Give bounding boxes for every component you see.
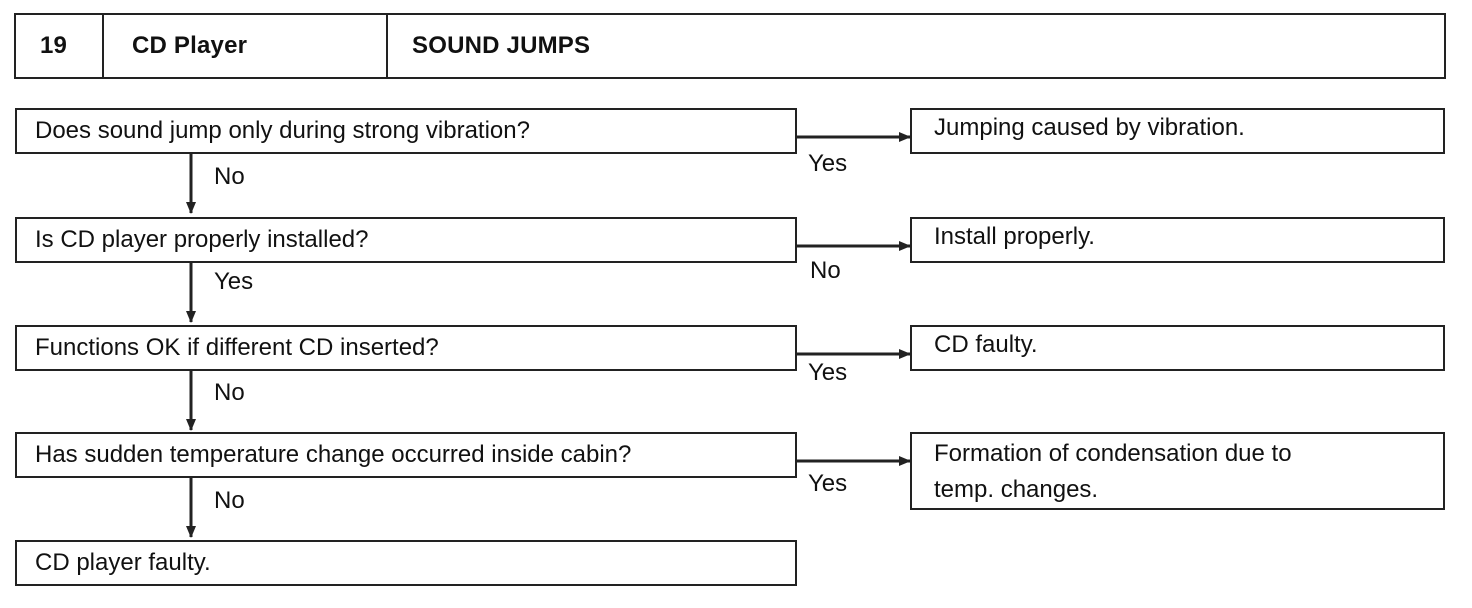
question-box: Has sudden temperature change occurred i… xyxy=(15,432,797,478)
flow-label: Yes xyxy=(214,268,254,295)
branch-label: Yes xyxy=(808,359,848,386)
question-text: Functions OK if different CD inserted? xyxy=(35,334,439,361)
result-box: Install properly. xyxy=(910,217,1445,263)
flow-label: No xyxy=(214,163,245,190)
flow-label: No xyxy=(214,379,245,406)
symptom-title: SOUND JUMPS xyxy=(412,32,591,59)
question-box: Does sound jump only during strong vibra… xyxy=(15,108,797,154)
result-text: Formation of condensation due to xyxy=(934,440,1292,467)
question-box: Functions OK if different CD inserted? xyxy=(15,325,797,371)
final-result-text: CD player faulty. xyxy=(35,549,211,576)
result-text: temp. changes. xyxy=(934,476,1099,503)
question-text: Is CD player properly installed? xyxy=(35,226,369,253)
question-text: Does sound jump only during strong vibra… xyxy=(35,117,530,144)
final-result-box: CD player faulty. xyxy=(15,540,797,586)
result-box: Formation of condensation due to temp. c… xyxy=(910,432,1445,510)
header-divider xyxy=(102,15,104,77)
question-text: Has sudden temperature change occurred i… xyxy=(35,441,632,468)
header-bar: 19 CD Player SOUND JUMPS xyxy=(14,13,1446,79)
branch-label: No xyxy=(810,257,841,284)
system-name: CD Player xyxy=(132,32,248,59)
branch-label: Yes xyxy=(808,150,848,177)
flow-label: No xyxy=(214,487,245,514)
section-number: 19 xyxy=(40,32,68,59)
result-box: Jumping caused by vibration. xyxy=(910,108,1445,154)
result-text: CD faulty. xyxy=(934,331,1038,358)
header-divider xyxy=(386,15,388,77)
result-box: CD faulty. xyxy=(910,325,1445,371)
result-text: Install properly. xyxy=(934,223,1095,250)
result-text: Jumping caused by vibration. xyxy=(934,114,1245,141)
branch-label: Yes xyxy=(808,470,848,497)
question-box: Is CD player properly installed? xyxy=(15,217,797,263)
